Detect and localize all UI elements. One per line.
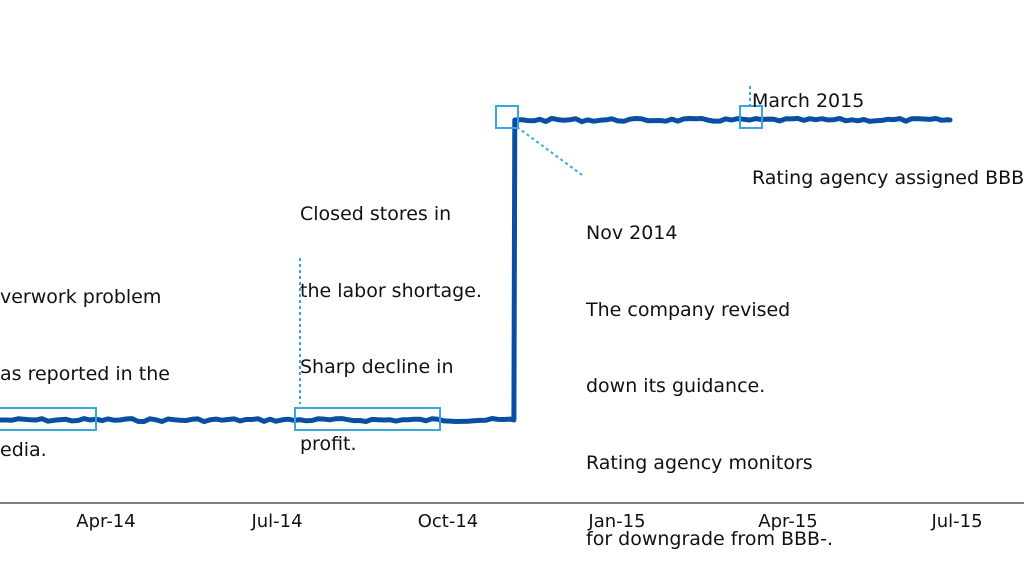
annotation-line: down its guidance.: [586, 375, 766, 397]
annotation-line: Rating agency assigned BBB-: [752, 166, 1024, 189]
x-tick-label: Jul-14: [250, 511, 302, 532]
x-tick-label: Jul-15: [930, 511, 982, 532]
overwork-highlight-box: [0, 407, 97, 431]
closed-stores-highlight-box: [294, 407, 441, 431]
x-tick-label: Apr-15: [758, 511, 817, 532]
annotation-line: Closed stores in: [300, 203, 452, 225]
x-tick-label: Jan-15: [587, 511, 645, 532]
annotation-line: as reported in the: [0, 362, 170, 385]
chart-canvas: Apr-14 Jul-14 Oct-14 Jan-15 Apr-15 Jul-1…: [0, 86, 1024, 532]
x-tick-label: Apr-14: [76, 511, 135, 532]
annotation-line: the labor shortage.: [300, 279, 482, 302]
annotation-march-2015: March 2015 Rating agency assigned BBB-: [752, 38, 1024, 217]
annotation-line: profit.: [300, 432, 357, 455]
march-highlight-box: [739, 105, 763, 129]
annotation-line: March 2015: [752, 90, 865, 112]
nov-leader: [516, 126, 583, 176]
x-tick-label: Oct-14: [418, 511, 479, 532]
nov-highlight-box: [495, 105, 519, 129]
annotation-line: Nov 2014: [586, 222, 678, 244]
price-series-line: [0, 115, 953, 425]
annotation-line: The company revised: [586, 298, 791, 321]
annotation-nov-2014: Nov 2014 The company revised down its gu…: [586, 170, 833, 578]
annotation-line: edia.: [0, 439, 47, 461]
annotation-closed-stores: Closed stores in the labor shortage. Sha…: [300, 151, 482, 483]
x-tick-labels: Apr-14 Jul-14 Oct-14 Jan-15 Apr-15 Jul-1…: [76, 511, 982, 532]
annotation-line: for downgrade from BBB-.: [586, 528, 833, 550]
leader-lines: [299, 86, 751, 404]
annotation-line: Rating agency monitors: [586, 451, 813, 474]
annotation-line: verwork problem: [0, 286, 162, 308]
highlight-boxes: [0, 105, 763, 431]
annotation-overwork: verwork problem as reported in the edia.: [0, 234, 170, 489]
annotation-line: Sharp decline in: [300, 356, 454, 378]
